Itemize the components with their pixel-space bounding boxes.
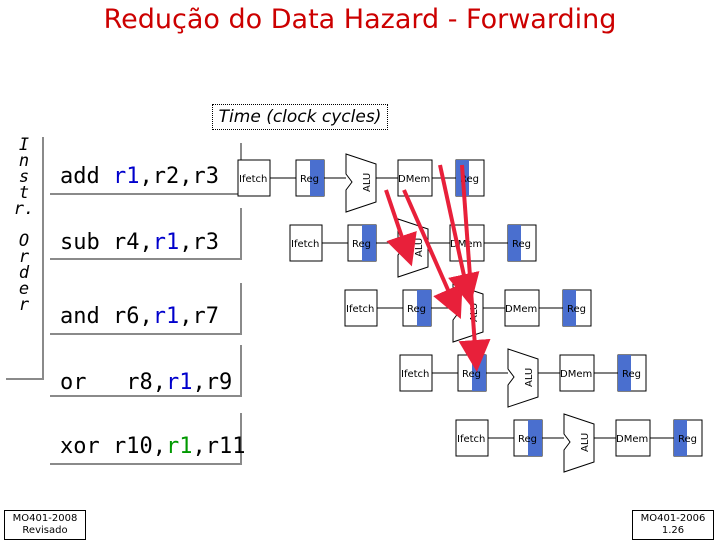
reg-read-shade	[417, 290, 431, 326]
reg-label: Reg	[622, 369, 641, 380]
dmem-label: DMem	[398, 174, 430, 185]
reg-label: Reg	[462, 369, 481, 380]
order-char: e	[18, 279, 30, 299]
instruction-order-label: I n s t r. O r d e r	[6, 137, 44, 380]
instruction-box	[50, 345, 242, 397]
reg-label: Reg	[567, 304, 586, 315]
reg-read-shade	[362, 225, 376, 261]
footer-left-line: MO401-2008	[12, 513, 78, 524]
reg-label: Reg	[512, 239, 531, 250]
ifetch-label: Ifetch	[457, 434, 485, 445]
dmem-stage	[615, 419, 651, 457]
reg-label: Reg	[518, 434, 537, 445]
forwarding-arrow	[458, 164, 491, 372]
order-char: I	[18, 135, 30, 155]
order-char: d	[18, 263, 30, 283]
time-axis-label: Time (clock cycles)	[212, 104, 388, 130]
instruction-box	[50, 283, 242, 335]
order-char: n	[18, 151, 30, 171]
reg-write-shade	[674, 420, 687, 456]
footer-right-line: MO401-2006	[640, 513, 706, 524]
ifetch-label: Ifetch	[346, 304, 374, 315]
reg-write-shade	[563, 290, 576, 326]
ifetch-label: Ifetch	[291, 239, 319, 250]
forwarding-arrow	[402, 189, 463, 319]
ifetch-stage	[344, 289, 378, 327]
reg-read-shade	[528, 420, 542, 456]
footer-right-line: 1.26	[661, 525, 685, 536]
reg-write-shade	[618, 355, 631, 391]
ifetch-stage	[237, 159, 271, 197]
instruction-and: and r6,r1,r7	[60, 304, 219, 329]
order-char: r	[18, 295, 30, 315]
reg-label: Reg	[460, 174, 479, 185]
instruction-xor: xor r10,r1,r11	[60, 434, 246, 459]
instruction-add: add r1,r2,r3	[60, 164, 219, 189]
alu-label: ALU	[414, 238, 425, 257]
reg-read-shade	[310, 160, 324, 196]
slide-title: Redução do Data Hazard - Forwarding	[103, 4, 617, 35]
instruction-sub: sub r4,r1,r3	[60, 230, 219, 255]
alu-label: ALU	[524, 368, 535, 387]
footer-left-line: Revisado	[22, 525, 68, 536]
instruction-box	[50, 413, 242, 465]
forwarding-arrow	[438, 164, 480, 306]
alu-stage	[563, 413, 595, 473]
forwarding-arrow	[384, 189, 417, 267]
alu-stage	[345, 153, 377, 213]
ifetch-label: Ifetch	[239, 174, 267, 185]
instruction-or: or r8,r1,r9	[60, 370, 233, 395]
reg-label: Reg	[300, 174, 319, 185]
dmem-label: DMem	[505, 304, 537, 315]
ifetch-label: Ifetch	[401, 369, 429, 380]
reg-label: Reg	[407, 304, 426, 315]
dmem-label: DMem	[616, 434, 648, 445]
order-char: s	[18, 167, 30, 187]
alu-stage	[507, 348, 539, 408]
alu-label: ALU	[362, 173, 373, 192]
footer-left: MO401-2008 Revisado	[4, 510, 86, 540]
order-char: O	[18, 231, 30, 251]
reg-write-shade	[508, 225, 521, 261]
instruction-box	[50, 208, 242, 260]
dmem-stage	[397, 159, 433, 197]
reg-label: Reg	[678, 434, 697, 445]
order-char: t	[18, 183, 30, 203]
order-char: r	[18, 247, 30, 267]
reg-label: Reg	[352, 239, 371, 250]
dmem-label: DMem	[560, 369, 592, 380]
footer-right: MO401-2006 1.26	[632, 510, 714, 540]
alu-label: ALU	[580, 433, 591, 452]
order-char: r.	[13, 199, 35, 219]
